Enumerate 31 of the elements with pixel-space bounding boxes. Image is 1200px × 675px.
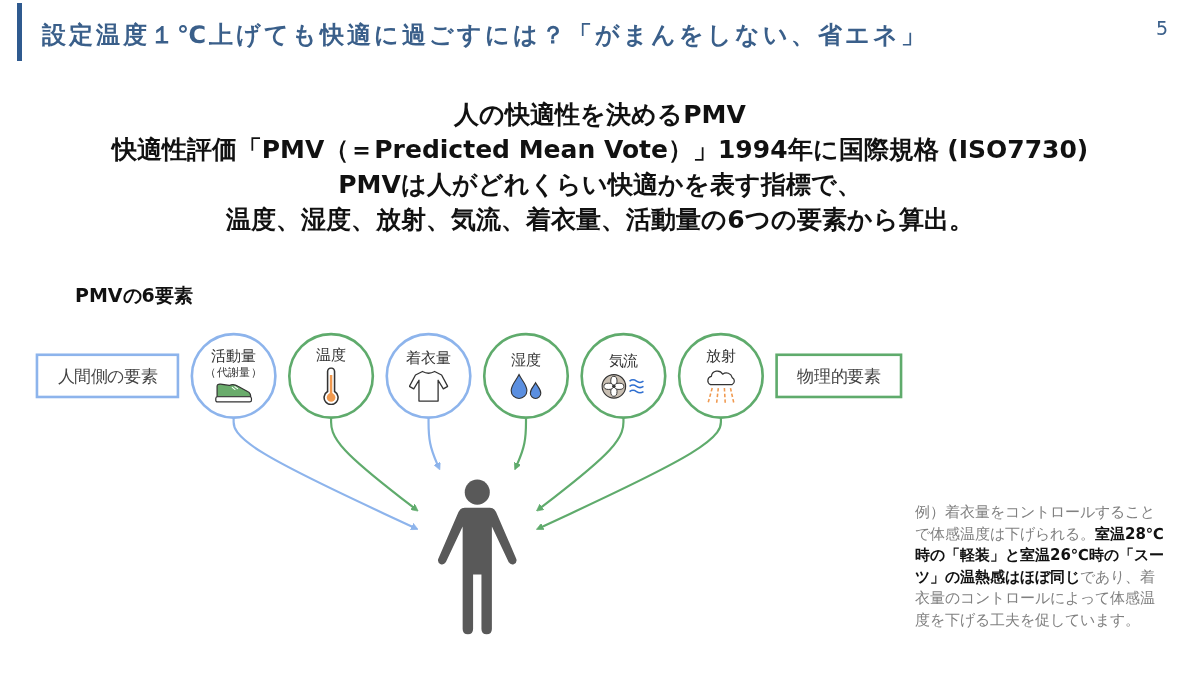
- category-label: 人間側の要素: [56, 366, 159, 386]
- example-note: 例）着衣量をコントロールすることで体感温度は下げられる。室温28℃時の「軽装」と室温26℃時の「スーツ」の温熱感はほぼ同じであり、着衣量のコントロールによって体感温度を下げる工夫を促しています。: [915, 502, 1165, 631]
- factor-label: 着衣量: [406, 348, 451, 367]
- factor-circle: [482, 332, 570, 419]
- factor-label: 活動量: [211, 347, 256, 366]
- category-box: [775, 353, 903, 399]
- arrow: [330, 417, 419, 512]
- factor-label: 放射: [706, 347, 736, 365]
- factor-label: 気流: [608, 352, 639, 370]
- description-text: PMVは人がどれくらい快適かを表す指標で、: [338, 169, 862, 201]
- description-text: 快適性評価「PMV（＝Predicted Mean Vote）」1994年に国際規格 (ISO7730): [111, 134, 1089, 166]
- slide-title: 設定温度１℃上げても快適に過ごすには？「がまんをしない、省エネ」: [42, 20, 929, 51]
- arrow: [427, 417, 441, 471]
- factor-circle: [288, 332, 375, 419]
- factor-circle: [385, 332, 472, 419]
- category-label: 物理的要素: [796, 366, 882, 386]
- factor-label: 湿度: [511, 351, 541, 370]
- factor-circle: [580, 332, 667, 419]
- factor-circle: [677, 332, 764, 419]
- arrow: [536, 417, 722, 530]
- description-text: 温度、湿度、放射、気流、着衣量、活動量の6つの要素から算出。: [226, 204, 974, 236]
- heading-text: 人の快適性を決めるPMV: [454, 99, 746, 131]
- section-label: PMVの6要素: [75, 283, 193, 308]
- factor-circle: [190, 332, 277, 419]
- category-box: [35, 353, 180, 399]
- arrow: [513, 417, 528, 471]
- page-number: 5: [1156, 17, 1169, 39]
- factor-sublabel: （代謝量）: [205, 365, 262, 379]
- arrow: [536, 417, 625, 512]
- arrow: [232, 417, 419, 530]
- factor-label: 温度: [316, 346, 346, 364]
